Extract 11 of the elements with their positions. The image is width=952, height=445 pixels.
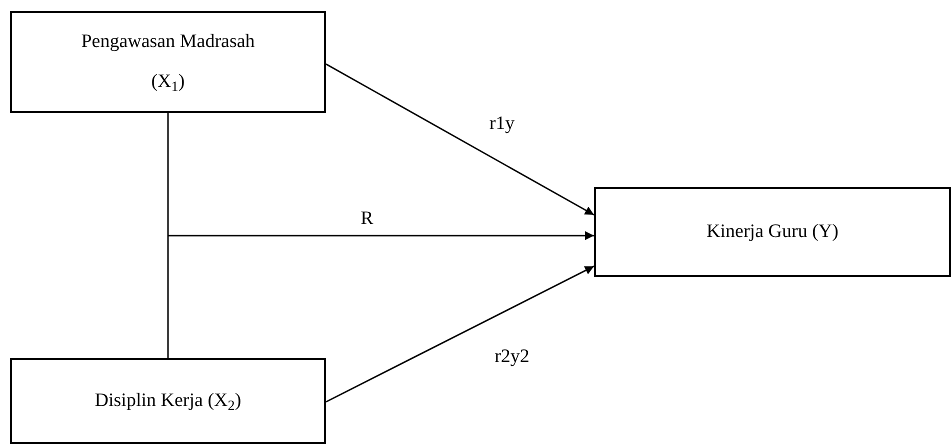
variable-label: Pengawasan Madrasah (X$_{1}$) [80, 30, 256, 97]
edge-label: r2y2 [494, 346, 530, 368]
variable-box [594, 187, 951, 277]
arrow [168, 231, 594, 240]
arrow [326, 266, 594, 403]
variable-box [10, 358, 326, 444]
connector-line [167, 113, 169, 358]
variable-box [10, 11, 326, 113]
arrow [326, 63, 594, 216]
variable-label: Disiplin Kerja (X$_{2}$) [94, 389, 242, 416]
variable-label: Kinerja Guru (Y) [706, 220, 838, 244]
